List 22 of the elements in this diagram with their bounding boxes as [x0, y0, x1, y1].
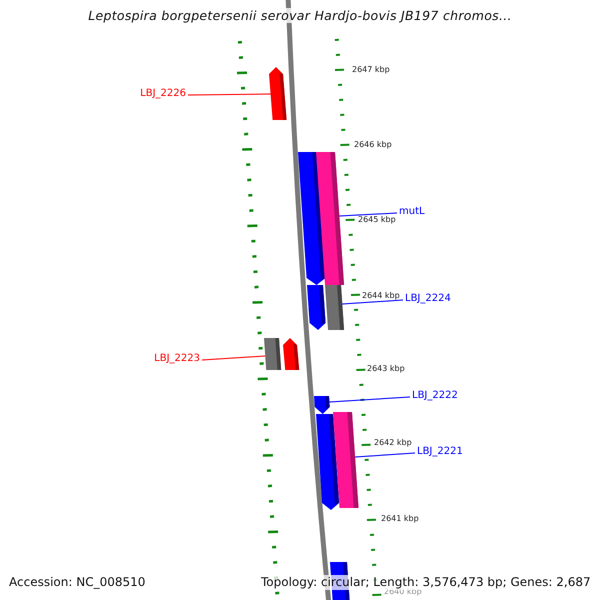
leader-line	[202, 356, 266, 360]
gene-label: LBJ_2224	[405, 292, 451, 306]
scale-label: 2644 kbp	[362, 291, 400, 301]
scale-label: 2641 kbp	[381, 514, 419, 524]
leader-line	[338, 212, 398, 216]
leader-line	[188, 94, 272, 96]
scale-label: 2645 kbp	[358, 215, 396, 225]
gene-label: LBJ_2223	[154, 352, 200, 366]
gene-label: LBJ_2221	[417, 445, 463, 459]
gene-label: mutL	[399, 205, 425, 219]
leader-line	[342, 300, 404, 304]
gene-label: LBJ_2226	[140, 87, 186, 101]
scale-label: 2643 kbp	[367, 364, 405, 374]
scale-label: 2647 kbp	[352, 65, 390, 75]
leader-line	[354, 452, 416, 458]
footer-text: Accession: NC_008510	[9, 575, 146, 590]
gene-label: LBJ_2222	[412, 389, 458, 403]
leader-line	[328, 396, 410, 402]
footer-text: Topology: circular; Length: 3,576,473 bp; Genes: 2,687	[261, 575, 591, 590]
scale-label: 2640 kbp	[384, 587, 422, 597]
scale-label: 2646 kbp	[354, 140, 392, 150]
scale-label: 2642 kbp	[374, 438, 412, 448]
